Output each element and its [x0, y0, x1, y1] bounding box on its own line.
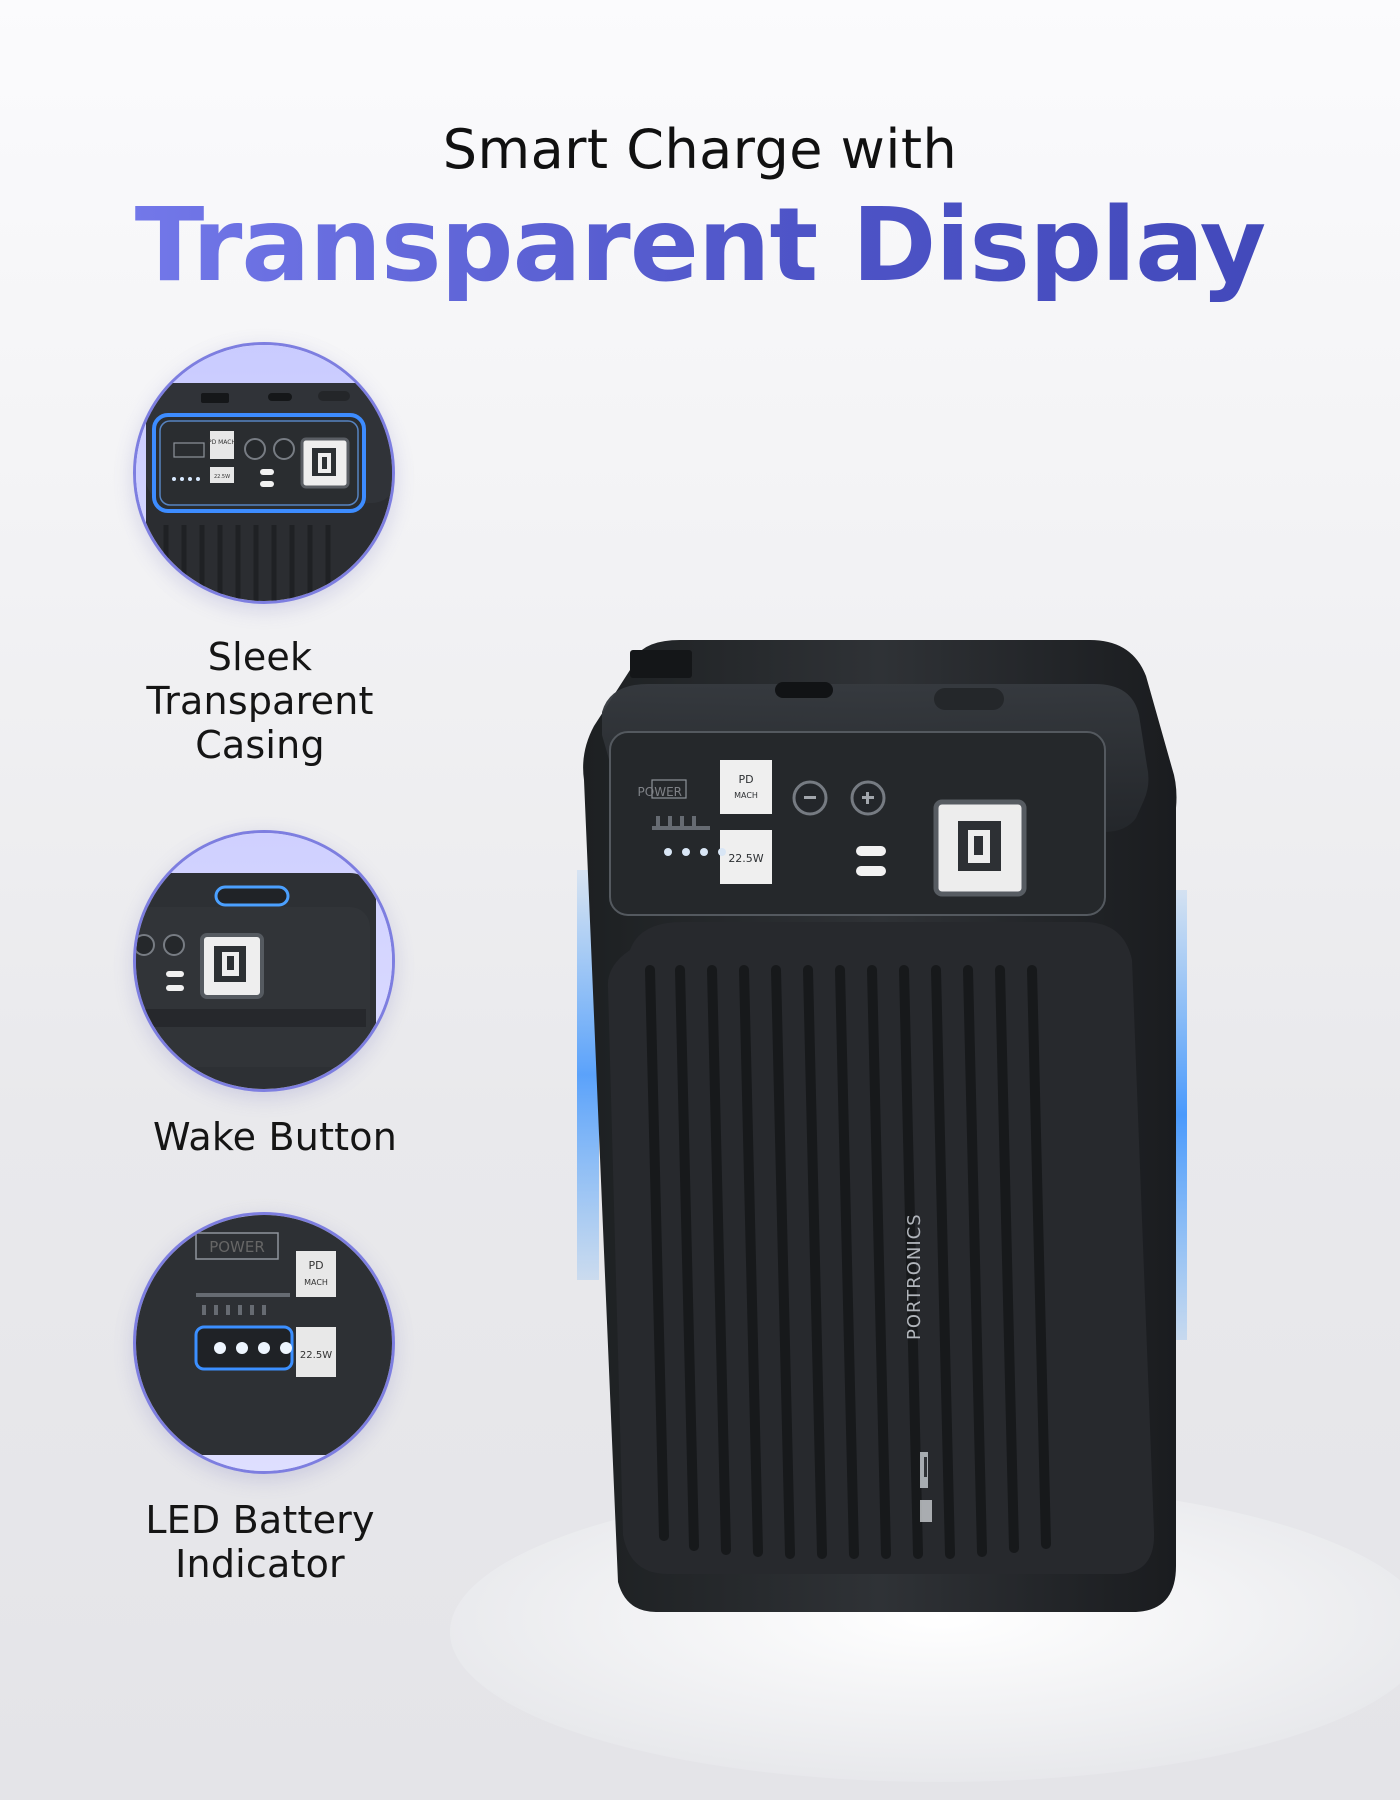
feature-label-wake: Wake Button — [152, 1115, 398, 1159]
wake-button-closeup-icon — [136, 833, 392, 1089]
feature-circle-led: POWER PD MACH 22.5W — [133, 1212, 395, 1474]
brand-name-text: PORTRONICS — [904, 1213, 925, 1340]
closeup-mach-text: MACH — [304, 1278, 328, 1287]
wake-button — [934, 688, 1004, 710]
closeup-pd-text: PD MACH — [208, 439, 236, 446]
power-bank-product-image: POWER PD MACH 22.5W PORTRONICS — [450, 640, 1400, 1782]
closeup-wattage-text: 22.5W — [214, 474, 230, 480]
panel-wattage-text: 22.5W — [728, 852, 763, 865]
usb-a-port — [630, 650, 692, 678]
panel-pd-text: PD — [738, 773, 753, 786]
panel-power-text: POWER — [638, 785, 682, 799]
feature-label-led: LED Battery Indicator — [145, 1498, 375, 1586]
feature-circle-wake — [133, 830, 395, 1092]
closeup-pd-text-led: PD — [308, 1259, 323, 1272]
panel-mach-text: MACH — [734, 791, 758, 800]
headline-line-2: Transparent Display — [0, 186, 1400, 305]
led-indicator-closeup-icon: POWER PD MACH 22.5W — [136, 1215, 392, 1471]
closeup-power-text: POWER — [209, 1238, 265, 1256]
transparent-casing-closeup-icon: PD MACH 22.5W — [136, 345, 392, 601]
headline-line-1: Smart Charge with — [442, 118, 958, 181]
transparent-window — [609, 731, 1106, 916]
usb-c-port — [775, 682, 833, 698]
closeup-wattage-text-led: 22.5W — [300, 1350, 332, 1361]
feature-circle-casing: PD MACH 22.5W — [133, 342, 395, 604]
feature-label-casing: Sleek Transparent Casing — [146, 635, 374, 767]
